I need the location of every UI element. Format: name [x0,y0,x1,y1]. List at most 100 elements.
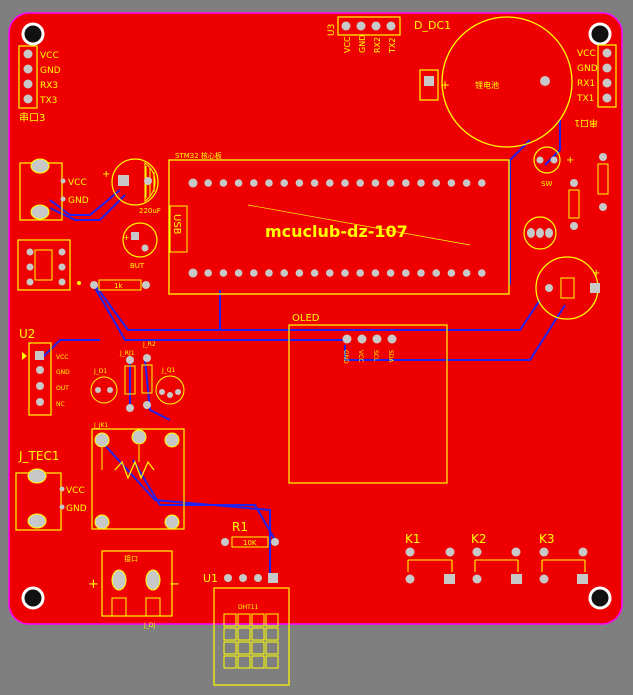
svg-text:+: + [88,577,99,592]
small-parts: J_RJ1 J_R2 J_D1 J_Q1 [90,341,185,412]
mcu-pin [234,179,243,187]
j1-pin-vcc: VCC [577,49,596,59]
mcu-pin [295,269,304,277]
dc1-label: D_DC1 [414,19,451,32]
u1-label: U1 [203,572,218,585]
oled-pin-sda: SDA [387,350,394,363]
capacitor-small-right: + SW [533,146,574,188]
mcu-pin [295,179,304,187]
mcu-pin [250,269,258,277]
j1-pin-rx1: RX1 [577,79,595,89]
dht-grid-cell [265,655,279,669]
board-copper [8,12,623,625]
u2-pin-vcc: VCC [56,354,68,361]
mcu-pin [432,269,441,277]
dht-grid-cell [237,655,251,669]
oled-pin-scl: SCL [372,350,379,362]
svg-text:+: + [123,233,130,242]
mcu-pin [417,179,425,187]
oled-label: OLED [292,313,320,324]
mcu-pin [234,269,243,277]
mcu-pin [326,179,334,187]
switch-left [17,239,71,291]
jq1-label: J_Q1 [161,367,175,374]
jr2-label: J_R2 [142,341,156,348]
board-title: mcuclub-dz-107 [265,222,408,241]
mcu-pin [462,269,471,277]
connector-tec1: J_TEC1 VCC GND [15,449,87,531]
resistor-value: 1k [114,282,123,290]
mcu-pin [341,269,349,277]
j1-label: 串口1 [574,117,598,128]
dht-grid-cell [223,613,237,627]
dht-grid-cell [237,641,251,655]
oled-display: OLED GND VCC SCL SDA [288,313,448,484]
dht-grid-cell [223,627,237,641]
mcu-pin [478,269,486,277]
u2-label: U2 [19,327,35,341]
dht-grid-cell [251,613,265,627]
u3-pin-tx2: TX2 [388,38,397,54]
usb-label: USB [171,214,182,235]
mcu-pin [188,178,198,188]
dht-label: DHT11 [238,604,259,611]
mcu-pin [219,269,228,277]
jjk1-label: J_JK1 [93,422,108,429]
mcu-module: STM32 核心板 USB mcuclub-dz-107 [168,151,510,295]
svg-text:+: + [592,268,600,279]
sensor-u1: U1 DHT11 [203,572,290,686]
oled-pin-gnd: GND [342,350,349,364]
mounting-holes [21,22,612,610]
crystal-right: + [535,256,600,320]
module-u2: U2 VCC GND OUT NC [19,327,70,416]
u2-pin-out: OUT [56,385,69,392]
mcu-pin [371,269,380,277]
oled-pin-vcc: VCC [357,350,364,362]
power-input: VCC GND [19,158,89,221]
jack-label: J_DJ [143,622,155,629]
keys: K1 K2 K3 [405,532,588,584]
u2-pin-nc: NC [56,401,65,408]
traces [39,120,566,575]
mcu-pin [432,179,441,187]
mcu-pin [447,269,456,277]
jack-text: 接口 [124,554,138,563]
tec-label: J_TEC1 [18,449,59,463]
u3-label: U3 [327,24,337,36]
mcu-pin [280,269,289,277]
u3-pin-gnd: GND [358,35,367,53]
dht-grid-cell [251,641,265,655]
j3-pin-tx3: TX3 [39,96,57,106]
mcu-pin [204,269,212,277]
power-pin-vcc: VCC [68,178,87,188]
j1-pin-tx1: TX1 [576,94,594,104]
svg-text:+: + [440,78,450,92]
mcu-pin [265,179,273,187]
svg-text:−: − [169,577,180,592]
sw-label: SW [541,180,552,188]
resistor-1k: 1k [77,279,150,291]
j3-label: 串口3 [19,112,45,124]
jack-jdj: 接口 + − J_DJ [88,550,180,629]
buzzer-but: + BUT [122,222,158,270]
header-j1: VCC GND RX1 TX1 串口1 [574,44,617,128]
mcu-pins-bottom [188,268,486,278]
mcu-pin [356,179,365,187]
mcu-pin [478,179,486,187]
dht-grid [223,613,279,669]
u3-pin-vcc: VCC [343,36,352,53]
mcu-pin [402,179,410,187]
mcu-pin [265,269,273,277]
resistors-vertical-right [568,153,609,230]
mcu-pin [356,269,365,277]
jd1-label: J_D1 [93,368,107,375]
u2-pin-gnd: GND [56,369,70,376]
r1-value: 10K [243,539,257,547]
dht-grid-cell [237,627,251,641]
buzzer-label: BUT [130,262,145,270]
dht-grid-cell [223,641,237,655]
mcu-pin [310,179,319,187]
header-j3: VCC GND RX3 TX3 串口3 [18,45,61,124]
dht-grid-cell [265,627,279,641]
mcu-pin [326,269,334,277]
